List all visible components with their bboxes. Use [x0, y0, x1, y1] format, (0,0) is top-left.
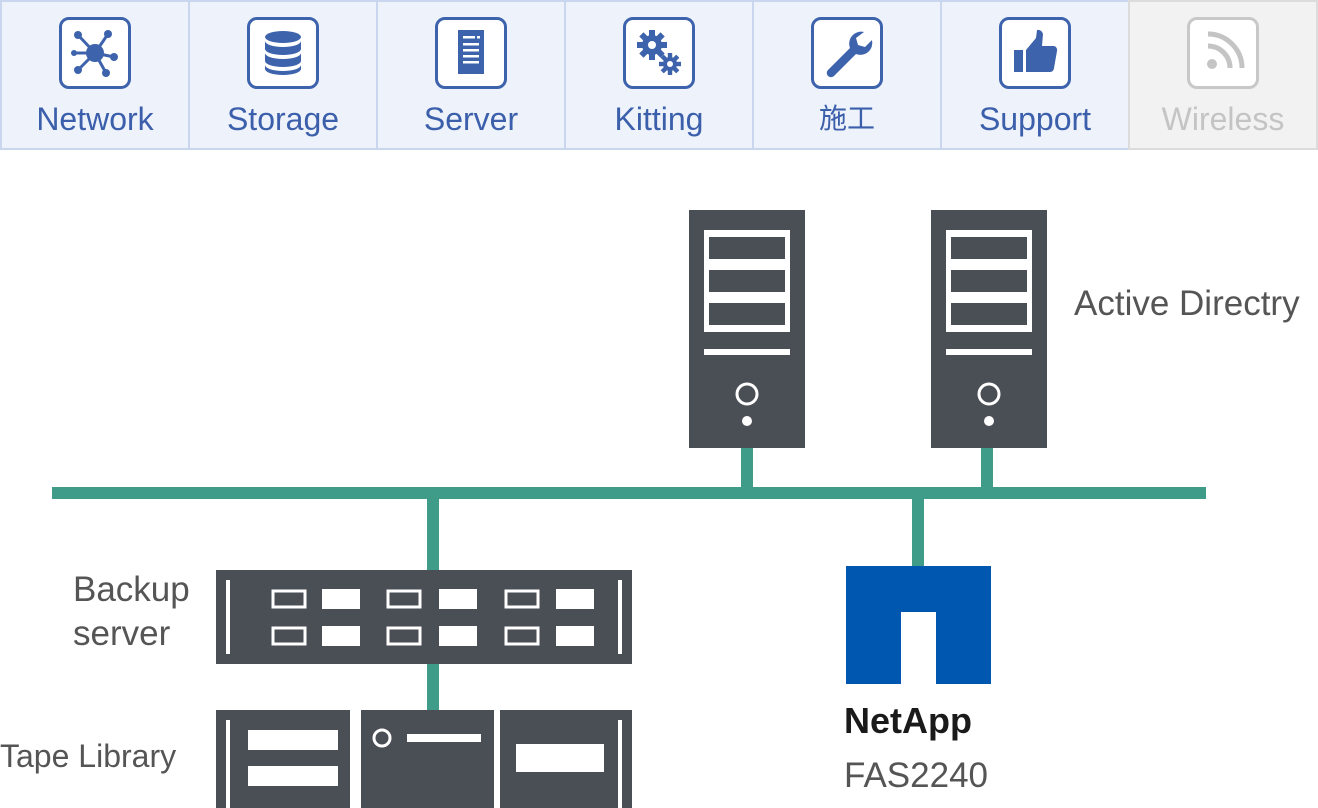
tape-library: [216, 710, 632, 808]
tab-server-label: Server: [423, 101, 519, 137]
link-tape-library: [427, 664, 439, 712]
ad-server-1: [689, 210, 805, 448]
network-bus-line: [52, 487, 1206, 499]
tab-support-label: Support: [978, 101, 1092, 137]
diagram-canvas: [52, 210, 1206, 808]
backup-server-label-line1: Backup: [73, 570, 190, 609]
network-links: [52, 448, 1206, 712]
tab-construction[interactable]: 施工: [752, 0, 940, 150]
gears-icon: [623, 17, 695, 89]
category-tab-bar: Network Storage: [0, 0, 1318, 150]
tab-wireless-label: Wireless: [1161, 101, 1285, 137]
wrench-icon: [811, 17, 883, 89]
tab-support[interactable]: Support: [940, 0, 1128, 150]
server-icon: [435, 17, 507, 89]
ad-server-2: [931, 210, 1047, 448]
link-ad-server-2: [981, 448, 993, 490]
database-icon: [247, 17, 319, 89]
netapp-logo: [846, 566, 991, 684]
tape-library-label: Tape Library: [0, 738, 177, 774]
tab-storage[interactable]: Storage: [188, 0, 376, 150]
wireless-icon: [1187, 17, 1259, 89]
tab-kitting[interactable]: Kitting: [564, 0, 752, 150]
thumbs-up-icon: [999, 17, 1071, 89]
active-directory-label: Active Directry: [1074, 284, 1300, 323]
tab-construction-label: 施工: [818, 103, 875, 134]
tab-server[interactable]: Server: [376, 0, 564, 150]
tab-network[interactable]: Network: [0, 0, 188, 150]
network-diagram: Active Directry Backup server Tape Libra…: [0, 150, 1318, 808]
netapp-model-label: FAS2240: [844, 756, 988, 795]
tab-storage-label: Storage: [226, 101, 340, 137]
network-icon: [59, 17, 131, 89]
backup-server-label-line2: server: [73, 614, 171, 653]
link-netapp: [912, 495, 924, 567]
netapp-brand-label: NetApp: [844, 700, 972, 741]
link-backup-server: [427, 495, 439, 573]
tab-kitting-label: Kitting: [614, 101, 704, 137]
tab-wireless: Wireless: [1128, 0, 1318, 150]
link-ad-server-1: [741, 448, 753, 490]
tab-network-label: Network: [36, 101, 154, 137]
backup-server: [216, 570, 632, 664]
